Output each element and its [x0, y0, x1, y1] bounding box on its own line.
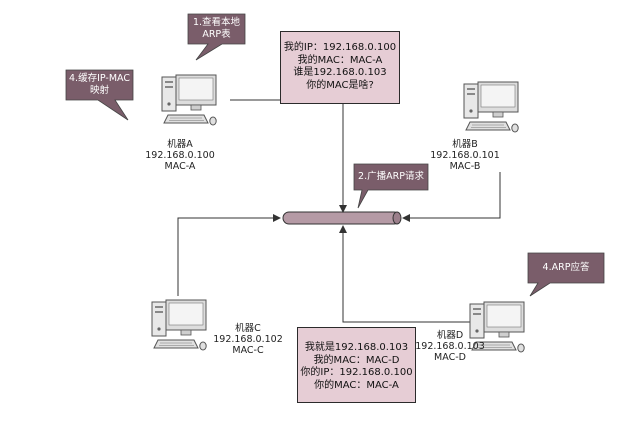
machine-a-label: 机器A 192.168.0.100 MAC-A: [145, 139, 215, 172]
machine-b-label: 机器B 192.168.0.101 MAC-B: [430, 139, 500, 172]
link-c-bus: [177, 214, 281, 296]
network-bus-icon: [282, 211, 402, 225]
callout-step4-cache-shape: [65, 69, 134, 121]
machine-d-label: 机器D 192.168.0.103 MAC-D: [415, 330, 485, 363]
callout-step2-shape: [353, 163, 429, 209]
arp-request-note: 我的IP：192.168.0.100 我的MAC：MAC-A 谁是192.168…: [280, 31, 400, 104]
callout-step2: 2.广播ARP请求: [358, 171, 424, 182]
machine-c-label: 机器C 192.168.0.102 MAC-C: [213, 323, 283, 356]
arp-reply-note: 我就是192.168.0.103 我的MAC：MAC-D 你的IP：192.16…: [297, 327, 416, 403]
callout-step1-shape: [187, 13, 246, 61]
callout-step1: 1.查看本地 ARP表: [192, 17, 241, 40]
machine-b-computer-icon: [463, 81, 519, 133]
machine-c-computer-icon: [151, 299, 207, 351]
callout-step4-reply-shape: [527, 252, 605, 297]
callout-step4-reply: 4.ARP应答: [542, 262, 590, 273]
callout-step4-cache: 4.缓存IP-MAC 映射: [69, 73, 130, 96]
link-a-bus: [230, 99, 347, 213]
link-d-bus: [339, 225, 470, 323]
machine-a-computer-icon: [161, 74, 217, 126]
link-b-bus: [402, 172, 501, 222]
